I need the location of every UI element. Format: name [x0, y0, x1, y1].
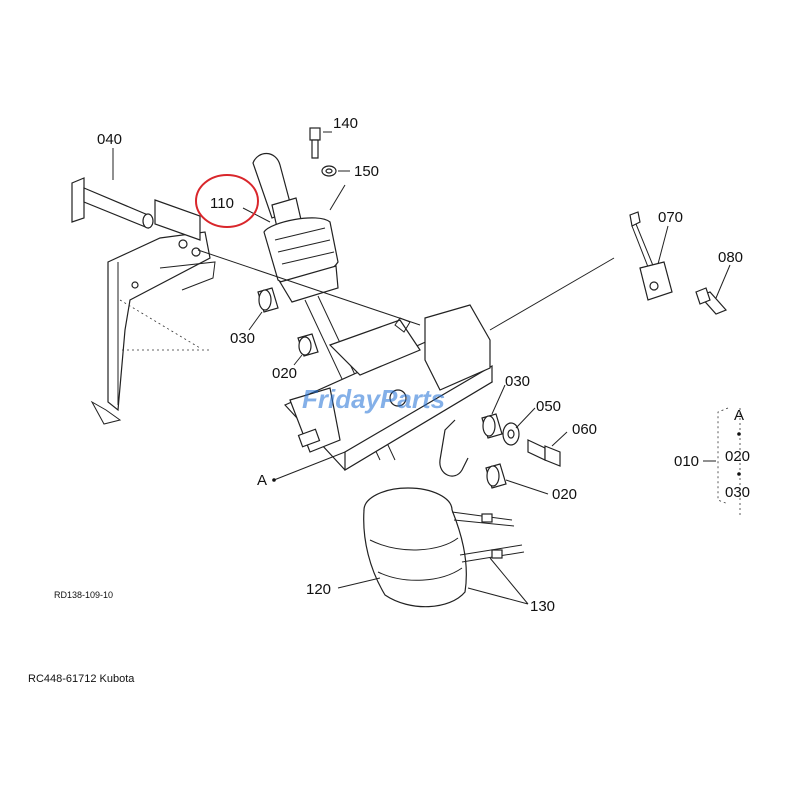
callout-030-right: 030: [505, 373, 530, 390]
legend-dot-2: [737, 472, 741, 476]
left-bracket: [90, 199, 216, 425]
bushing-020-left: [297, 333, 319, 357]
hook-bracket: [439, 419, 469, 477]
bushing-030-right: [481, 413, 503, 439]
linkage-070: [629, 211, 673, 301]
callout-020-left: 020: [272, 365, 297, 382]
callout-030-left: 030: [230, 330, 255, 347]
clamp-130: [451, 511, 525, 563]
part-caption: RC448-61712 Kubota: [28, 673, 135, 685]
legend-dot-1: [737, 432, 741, 436]
highlight-ellipse: [195, 174, 259, 228]
shaft-040: [71, 177, 154, 229]
boot-120: [363, 487, 467, 608]
legend-block: A 020 030 010: [674, 407, 750, 515]
callout-130: 130: [530, 598, 555, 615]
callout-060: 060: [572, 421, 597, 438]
callout-150: 150: [354, 163, 379, 180]
leader-lines: [112, 131, 731, 605]
bushing-020-right: [485, 463, 507, 489]
drawing-code: RD138-109-10: [54, 590, 113, 600]
callout-110: 110: [210, 195, 234, 212]
watermark: FridayParts: [302, 384, 445, 414]
callout-a: A: [257, 472, 267, 489]
callout-070: 070: [658, 209, 683, 226]
callout-050: 050: [536, 398, 561, 415]
legend-item-020: 020: [725, 448, 750, 465]
washer-150: [321, 165, 337, 177]
legend-ref: A: [734, 407, 744, 424]
base-frame: [283, 304, 494, 472]
bolt-060: [527, 439, 561, 467]
projection-lines: [197, 184, 615, 331]
callout-a-dot: [272, 478, 276, 482]
bolt-140: [309, 127, 321, 159]
washer-050: [502, 422, 520, 446]
callout-080: 080: [718, 249, 743, 266]
bolt-080: [695, 287, 728, 315]
legend-item-030: 030: [725, 484, 750, 501]
callout-120: 120: [306, 581, 331, 598]
callout-020-right: 020: [552, 486, 577, 503]
legend-assembly: 010: [674, 453, 699, 470]
callout-140: 140: [333, 115, 358, 132]
bushing-030-left: [257, 287, 279, 313]
callout-040: 040: [97, 131, 122, 148]
